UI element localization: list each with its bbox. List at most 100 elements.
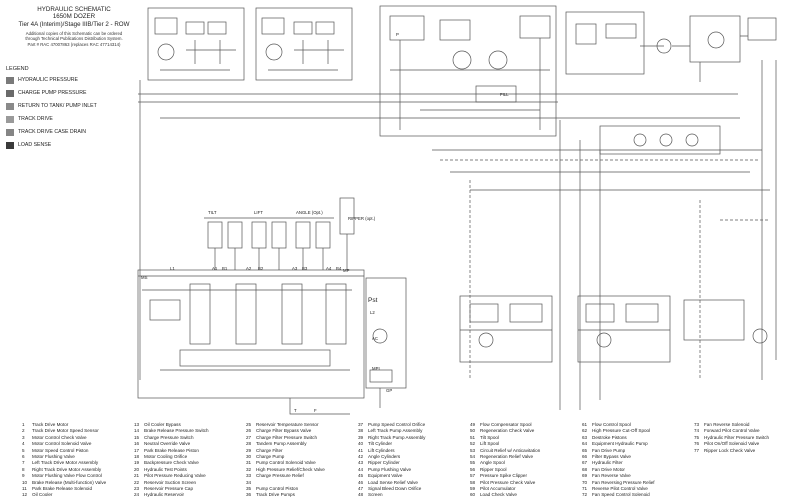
part-name: Motor Control Solenoid Valve: [32, 441, 92, 447]
part-name: Pilot Pressure Check Valve: [480, 479, 536, 485]
part-number: 77: [694, 447, 700, 453]
part-name: Equipment Hydraulic Pump: [592, 441, 648, 447]
part-number: 63: [582, 434, 588, 440]
part-name: Left Track Pump Assembly: [368, 428, 423, 434]
legend-swatch: [6, 90, 14, 97]
part-name: Fan Drive Motor: [592, 466, 625, 472]
part-number: 15: [134, 434, 140, 440]
part-name: Track Drive Motor Speed Sensor: [32, 428, 99, 434]
port-a1: A1: [212, 266, 218, 271]
part-number: 76: [694, 441, 700, 447]
part-name: Hydraulic Filter: [592, 460, 623, 466]
part-name: Right Track Pump Assembly: [368, 434, 426, 440]
part-name: Ripper Lock Check Valve: [704, 447, 756, 453]
part-name: Charge Filter Bypass Valve: [256, 428, 312, 434]
right-track-motor-assembly: [255, 7, 353, 81]
part-number: 58: [470, 479, 476, 485]
part-name: Park Brake Release Solenoid: [32, 485, 93, 491]
part-name: Lift Cylinders: [368, 447, 395, 453]
part-name: Reservoir Suction Screen: [144, 479, 197, 485]
part-number: 46: [358, 479, 364, 485]
part-number: 44: [358, 466, 364, 472]
legend-swatch: [6, 142, 14, 149]
part-name: Angle Cylinders: [368, 453, 401, 459]
part-number: 56: [470, 466, 476, 472]
port-a4: A4: [326, 266, 332, 271]
part-name: Angle Spool: [480, 460, 505, 466]
legend-swatch: [6, 103, 14, 110]
part-number: 59: [470, 485, 476, 491]
track-pump-control-right: [577, 295, 671, 363]
part-number: 2: [22, 428, 25, 434]
part-name: Park Brake Release Piston: [144, 447, 199, 453]
part-name: Reverse Pilot Control Valve: [592, 485, 648, 491]
part-name: Forward Pilot Control Valve: [704, 428, 760, 434]
part-name: Equipment Valve: [368, 473, 403, 479]
part-number: 68: [582, 466, 588, 472]
part-number: 48: [358, 492, 364, 498]
pst-label: Pst: [368, 297, 378, 304]
part-number: 39: [358, 434, 364, 440]
part-number: 57: [470, 473, 476, 479]
part-name: Reservoir Temperature Sensor: [256, 422, 319, 427]
t-label: T: [294, 408, 297, 413]
part-number: 24: [134, 492, 140, 498]
mpi-label: MPI: [372, 366, 380, 371]
legend-swatch: [6, 77, 14, 84]
track-pump-control-left: [459, 295, 553, 363]
port-a2: A2: [246, 266, 252, 271]
part-name: Hydraulic Filter Pressure Switch: [704, 434, 770, 440]
port-a3: A3: [292, 266, 298, 271]
legend-swatch: [6, 116, 14, 123]
part-number: 27: [246, 434, 252, 440]
part-number: 54: [470, 453, 476, 459]
part-name: Brake Release (Multi-function) Valve: [32, 479, 107, 485]
part-number: 67: [582, 460, 588, 466]
legend-item: HYDRAULIC PRESSURE: [6, 75, 134, 86]
part-number: 50: [470, 428, 476, 434]
part-name: Tilt Spool: [480, 434, 499, 440]
part-number: 51: [470, 434, 476, 440]
part-number: 18: [134, 453, 140, 459]
part-name: Tandem Pump Assembly: [256, 441, 307, 447]
part-name: Motor Speed Control Piston: [32, 447, 89, 453]
part-name: Load Check Valve: [480, 492, 517, 498]
angle-cylinders: [295, 221, 331, 249]
legend-label: CHARGE PUMP PRESSURE: [18, 89, 87, 96]
part-name: Hydraulic Reservoir: [144, 492, 185, 498]
part-number: 53: [470, 447, 476, 453]
part-name: Pressure Spike Clipper: [480, 473, 527, 479]
f-label: F: [314, 408, 317, 413]
part-number: 13: [134, 422, 140, 427]
ms-label: MS: [141, 275, 148, 280]
part-name: Signal Bleed Down Orifice: [368, 485, 422, 491]
part-name: Destroke Pistons: [592, 434, 627, 440]
part-row: 34: [246, 480, 325, 486]
part-number: 33: [246, 473, 252, 479]
